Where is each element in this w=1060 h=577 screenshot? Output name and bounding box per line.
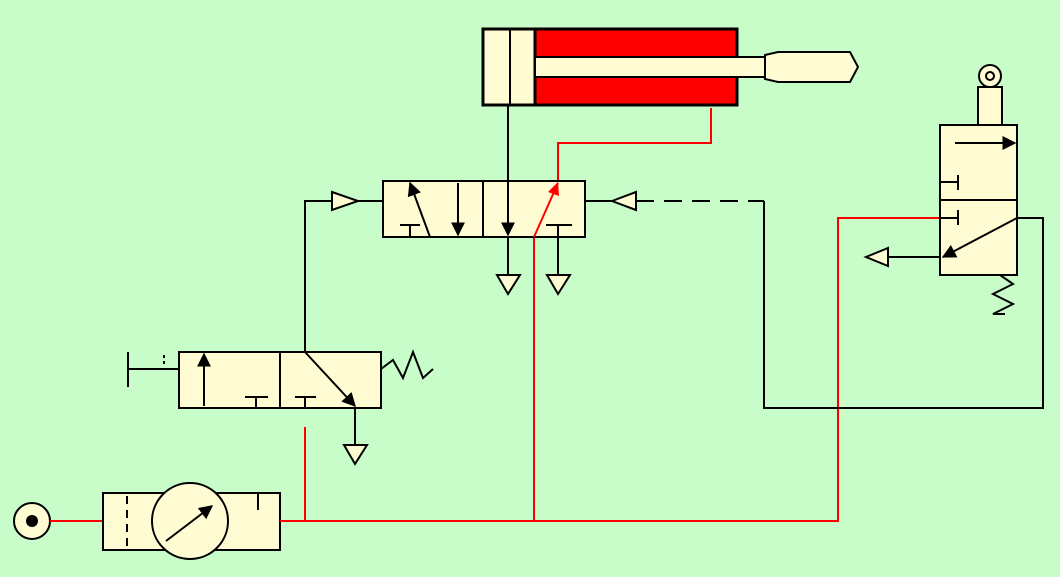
push-button-valve[interactable] (127, 349, 434, 466)
pilot-triangle-icon (609, 190, 637, 212)
exhaust-triangle-icon (863, 246, 889, 268)
push-button-icon[interactable] (127, 352, 179, 387)
pilot-triangle-icon (331, 190, 362, 212)
exhaust-triangle-icon (342, 444, 369, 466)
pilot-lines (304, 200, 1044, 409)
pressurized-lines (280, 108, 940, 522)
roller-lever-valve[interactable] (863, 64, 1018, 315)
exhaust-triangle-icon (495, 274, 522, 296)
roller-actuator-icon[interactable] (977, 64, 1003, 126)
exhaust-triangle-icon (545, 274, 572, 296)
spring-icon (990, 274, 1016, 315)
filter-regulator-unit[interactable] (102, 482, 281, 560)
spring-icon (380, 349, 434, 381)
double-acting-cylinder[interactable] (481, 27, 860, 107)
pressure-gauge-icon (151, 482, 229, 560)
pilot-operated-directional-valve[interactable] (331, 105, 637, 296)
air-supply-source[interactable] (13, 502, 51, 540)
